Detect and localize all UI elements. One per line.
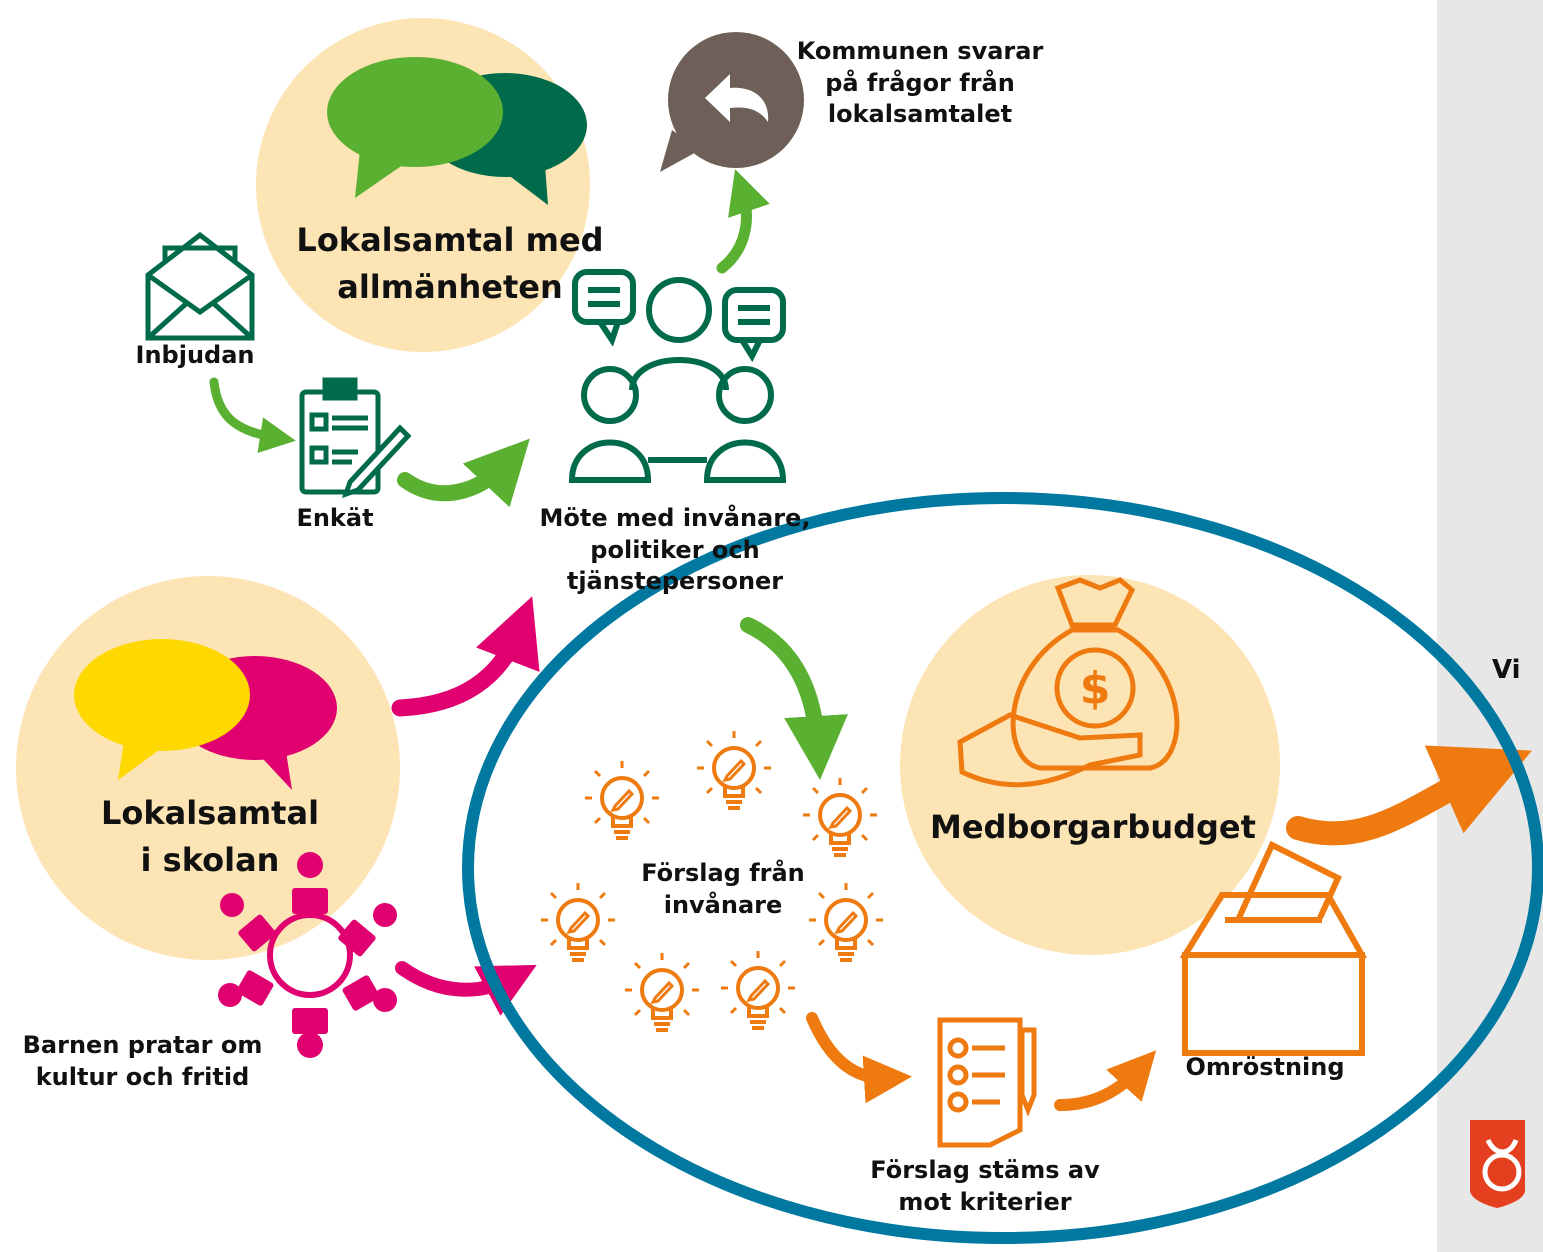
- arrow-ideas-to-criteria: [806, 1012, 912, 1104]
- label-forslag-invanare: Förslag från invånare: [641, 859, 805, 919]
- arrow-invite-to-survey: [209, 377, 296, 453]
- speech-bubbles-green-icon: [327, 57, 587, 205]
- label-inbjudan: Inbjudan: [135, 341, 255, 369]
- municipality-shield-icon: [1470, 1120, 1525, 1208]
- children-circle-icon: [218, 852, 397, 1058]
- label-medborgarbudget: Medborgarbudget: [930, 808, 1256, 846]
- label-lokalsamtal-skolan: Lokalsamtal i skolan: [100, 794, 320, 880]
- checklist-icon: [937, 1017, 1037, 1148]
- lightbulb-icon: [623, 951, 701, 1032]
- label-cut-off-text: Vi: [1492, 655, 1521, 685]
- arrow-meeting-to-reply: [716, 169, 770, 274]
- meeting-people-icon: [568, 269, 787, 483]
- label-omrostning: Omröstning: [1185, 1053, 1345, 1081]
- arrow-budget-out: [1286, 745, 1532, 846]
- money-bag-hand-icon: $: [957, 577, 1180, 788]
- envelope-icon: [145, 231, 255, 341]
- arrow-meeting-to-ideas: [740, 617, 848, 780]
- lightbulb-icon: [539, 881, 617, 962]
- arrow-school-to-meeting: [391, 596, 540, 717]
- label-lokalsamtal-allmanheten: Lokalsamtal med allmänheten: [296, 221, 604, 307]
- label-kommunen-svarar: Kommunen svarar på frågor från lokalsamt…: [796, 37, 1044, 129]
- reply-speech-icon: [660, 32, 804, 172]
- arrow-survey-to-meeting: [397, 438, 530, 508]
- label-mote: Möte med invånare, politiker och tjänste…: [539, 504, 811, 596]
- circle-skolan: [16, 576, 400, 960]
- arrow-criteria-to-vote: [1054, 1050, 1157, 1111]
- lightbulb-icon: [583, 759, 661, 840]
- lightbulb-icon: [801, 776, 879, 857]
- svg-text:$: $: [1080, 663, 1111, 714]
- ballot-box-icon: [1179, 840, 1368, 1056]
- medborgarbudget-ellipse: [462, 492, 1543, 1244]
- side-panel: [1437, 0, 1543, 1252]
- label-forslag-stams: Förslag stäms av mot kriterier: [870, 1156, 1100, 1216]
- questionnaire-icon: [299, 377, 412, 498]
- label-barnen: Barnen pratar om kultur och fritid: [22, 1031, 263, 1091]
- speech-bubbles-yellow-pink-icon: [74, 639, 337, 790]
- lightbulb-icon: [695, 729, 773, 810]
- label-enkat: Enkät: [296, 504, 374, 532]
- lightbulb-icon: [719, 949, 797, 1030]
